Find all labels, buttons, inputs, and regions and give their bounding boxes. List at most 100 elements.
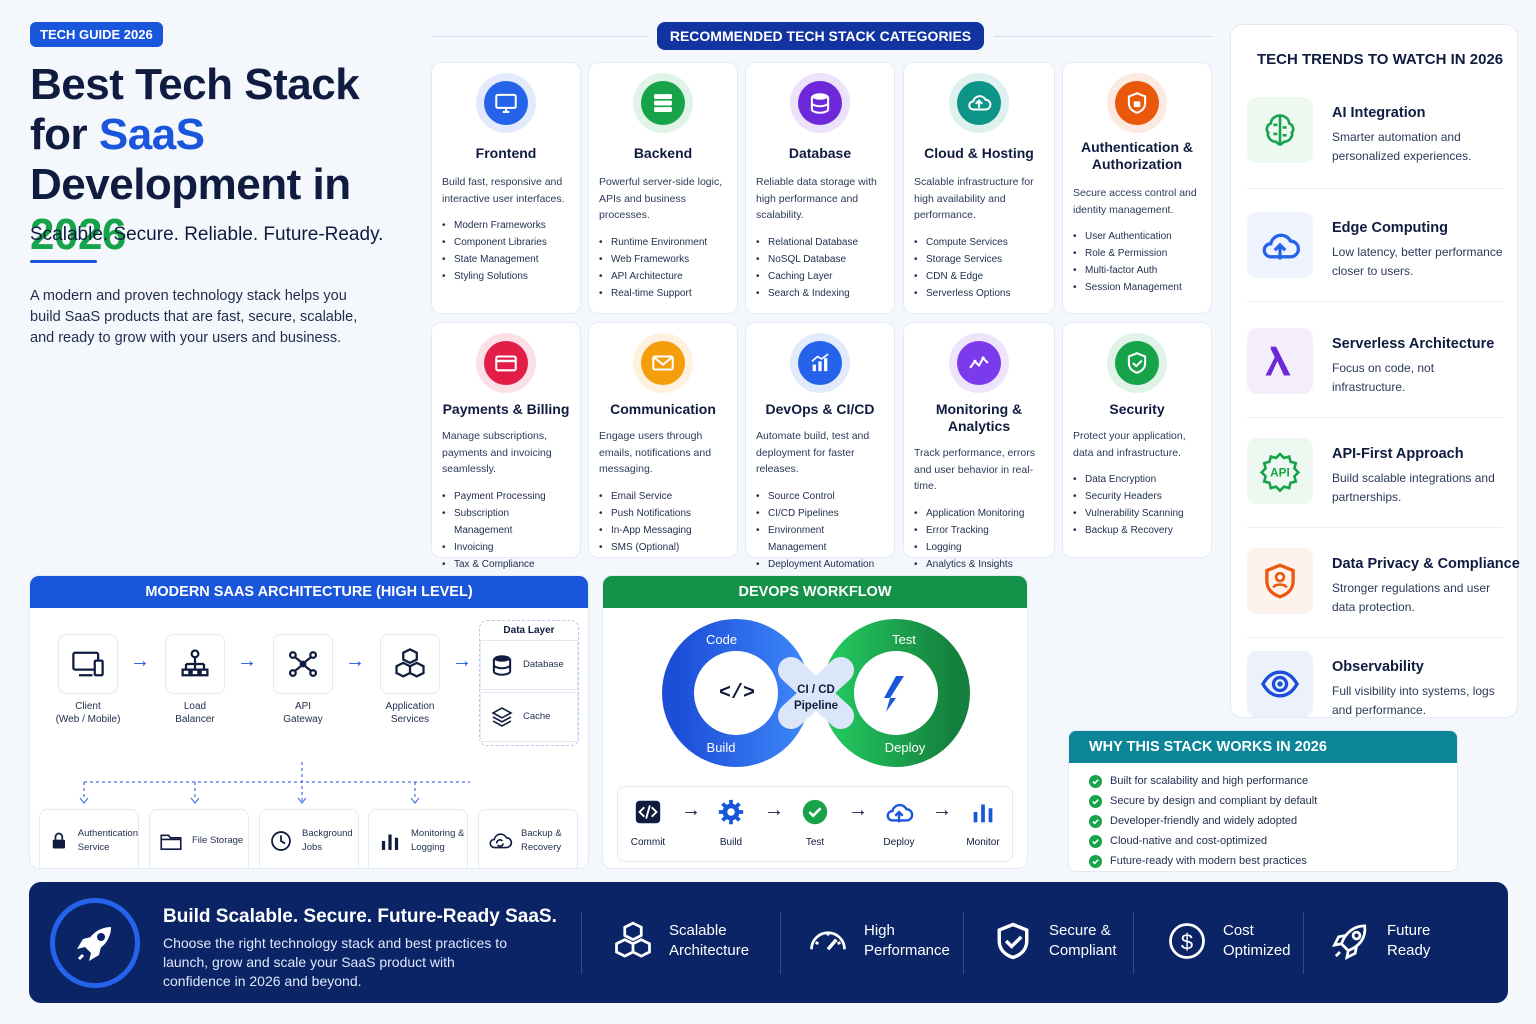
architecture-heading: MODERN SAAS ARCHITECTURE (HIGH LEVEL)	[30, 576, 588, 608]
trend-description: Full visibility into systems, logs and p…	[1332, 684, 1495, 717]
trend-title: Edge Computing	[1332, 220, 1448, 236]
title-underline	[30, 260, 97, 263]
category-bullet: Subscription Management	[442, 505, 570, 539]
category-bullet: Web Frameworks	[599, 251, 727, 268]
category-bullets: Application MonitoringError TrackingLogg…	[914, 505, 1044, 573]
category-bullets: Relational DatabaseNoSQL DatabaseCaching…	[756, 234, 884, 302]
category-description: Powerful server-side logic, APIs and bus…	[599, 176, 723, 221]
why-item: Future-ready with modern best practices	[1069, 851, 1457, 871]
architecture-node-label: API Gateway	[283, 701, 323, 725]
loop-deploy-label: Deploy	[884, 740, 926, 755]
divider	[1303, 912, 1304, 974]
category-description: Scalable infrastructure for high availab…	[914, 176, 1034, 221]
infinity-loop: </>	[662, 619, 970, 767]
api-gateway-icon	[273, 634, 333, 694]
divider	[581, 912, 582, 974]
dollar-icon: $	[1165, 919, 1209, 963]
category-bullet: Modern Frameworks	[442, 217, 570, 234]
shield-lock-icon	[1107, 73, 1167, 133]
page-title: Best Tech Stack for SaaS Development in …	[30, 60, 360, 259]
check-circle-icon	[800, 797, 830, 829]
footer-feature: Scalable Architecture	[611, 910, 749, 972]
category-bullet: CDN & Edge	[914, 268, 1044, 285]
architecture-node-label: Application Services	[385, 701, 435, 725]
category-description: Build fast, responsive and interactive u…	[442, 176, 565, 205]
code-icon	[633, 797, 663, 829]
category-description: Automate build, test and deployment for …	[756, 430, 870, 475]
category-bullet: Storage Services	[914, 251, 1044, 268]
category-bullet: Push Notifications	[599, 505, 727, 522]
data-layer-item: Database	[480, 640, 578, 690]
category-bullet: Security Headers	[1073, 488, 1201, 505]
category-bullet: Error Tracking	[914, 522, 1044, 539]
check-icon	[1089, 854, 1102, 868]
category-bullet: Search & Indexing	[756, 285, 884, 302]
why-heading: WHY THIS STACK WORKS IN 2026	[1069, 731, 1457, 763]
data-layer-box: Data Layer	[479, 620, 579, 746]
trend-item: Serverless Architecture Focus on code, n…	[1247, 328, 1503, 418]
arrow-right-icon: →	[848, 799, 868, 821]
trend-description: Focus on code, not infrastructure.	[1332, 361, 1435, 394]
category-bullets: Payment ProcessingSubscription Managemen…	[442, 488, 570, 573]
category-bullet: Relational Database	[756, 234, 884, 251]
devops-step-label: Monitor	[966, 837, 1000, 848]
devops-step-label: Build	[719, 837, 743, 848]
category-bullet: Session Management	[1073, 279, 1201, 296]
trends-heading: TECH TRENDS TO WATCH IN 2026	[1257, 51, 1504, 68]
rocket-icon	[1329, 919, 1373, 963]
chart-up-icon	[790, 333, 850, 393]
rocket-icon	[50, 898, 140, 988]
category-title: Security	[1109, 401, 1165, 417]
category-title: Payments & Billing	[442, 401, 570, 417]
loop-build-label: Build	[706, 740, 736, 755]
analytics-icon	[949, 333, 1009, 393]
category-bullet: Runtime Environment	[599, 234, 727, 251]
cubes-icon	[380, 634, 440, 694]
footer-feature: Secure & Compliant	[991, 910, 1117, 972]
category-bullet: Logging	[914, 539, 1044, 556]
brain-icon	[1247, 97, 1313, 163]
trend-title: Observability	[1332, 659, 1424, 675]
architecture-panel: MODERN SAAS ARCHITECTURE (HIGH LEVEL) Cl…	[29, 575, 589, 869]
trend-description: Smarter automation and personalized expe…	[1332, 130, 1472, 163]
service-box: Authentication Service	[39, 809, 139, 868]
category-bullet: NoSQL Database	[756, 251, 884, 268]
devops-heading: DEVOPS WORKFLOW	[603, 576, 1027, 608]
category-bullet: User Authentication	[1073, 228, 1201, 245]
envelope-icon	[633, 333, 693, 393]
cubes-icon	[611, 919, 655, 963]
cloud-upload-icon	[1247, 212, 1313, 278]
category-description: Manage subscriptions, payments and invoi…	[442, 430, 552, 475]
category-description: Engage users through emails, notificatio…	[599, 430, 712, 475]
service-box: Background Jobs	[259, 809, 359, 868]
category-bullets: Email ServicePush NotificationsIn-App Me…	[599, 488, 727, 556]
category-description: Secure access control and identity manag…	[1073, 187, 1197, 216]
trends-panel: TECH TRENDS TO WATCH IN 2026 AI Integrat…	[1230, 24, 1520, 718]
category-title: Backend	[633, 145, 693, 161]
divider	[994, 36, 1212, 37]
architecture-node-label: Load Balancer	[175, 701, 215, 725]
divider	[780, 912, 781, 974]
category-card: Monitoring & Analytics Track performance…	[903, 322, 1055, 573]
category-bullet: Data Encryption	[1073, 471, 1201, 488]
category-bullets: Runtime EnvironmentWeb FrameworksAPI Arc…	[599, 234, 727, 302]
footer-feature: High Performance	[806, 910, 950, 972]
trend-description: Low latency, better performance closer t…	[1332, 245, 1503, 278]
category-bullet: Tax & Compliance	[442, 556, 570, 573]
category-card: Cloud & Hosting Scalable infrastructure …	[903, 62, 1055, 314]
why-item: Cloud-native and cost-optimized	[1069, 831, 1457, 851]
footer-feature: $ Cost Optimized	[1165, 910, 1291, 972]
category-bullet: Role & Permission	[1073, 245, 1201, 262]
category-bullet: Deployment Automation	[756, 556, 884, 573]
category-bullet: Backup & Recovery	[1073, 522, 1201, 539]
check-icon	[1089, 814, 1102, 828]
trend-description: Build scalable integrations and partners…	[1332, 471, 1495, 504]
svg-text:</>: </>	[719, 682, 755, 705]
arrow-right-icon: →	[932, 799, 952, 821]
trend-title: Data Privacy & Compliance	[1332, 556, 1520, 572]
category-card: DevOps & CI/CD Automate build, test and …	[745, 322, 895, 573]
speedometer-icon	[806, 919, 850, 963]
database-icon	[790, 73, 850, 133]
connector-lines	[79, 762, 470, 804]
category-bullets: Compute ServicesStorage ServicesCDN & Ed…	[914, 234, 1044, 302]
